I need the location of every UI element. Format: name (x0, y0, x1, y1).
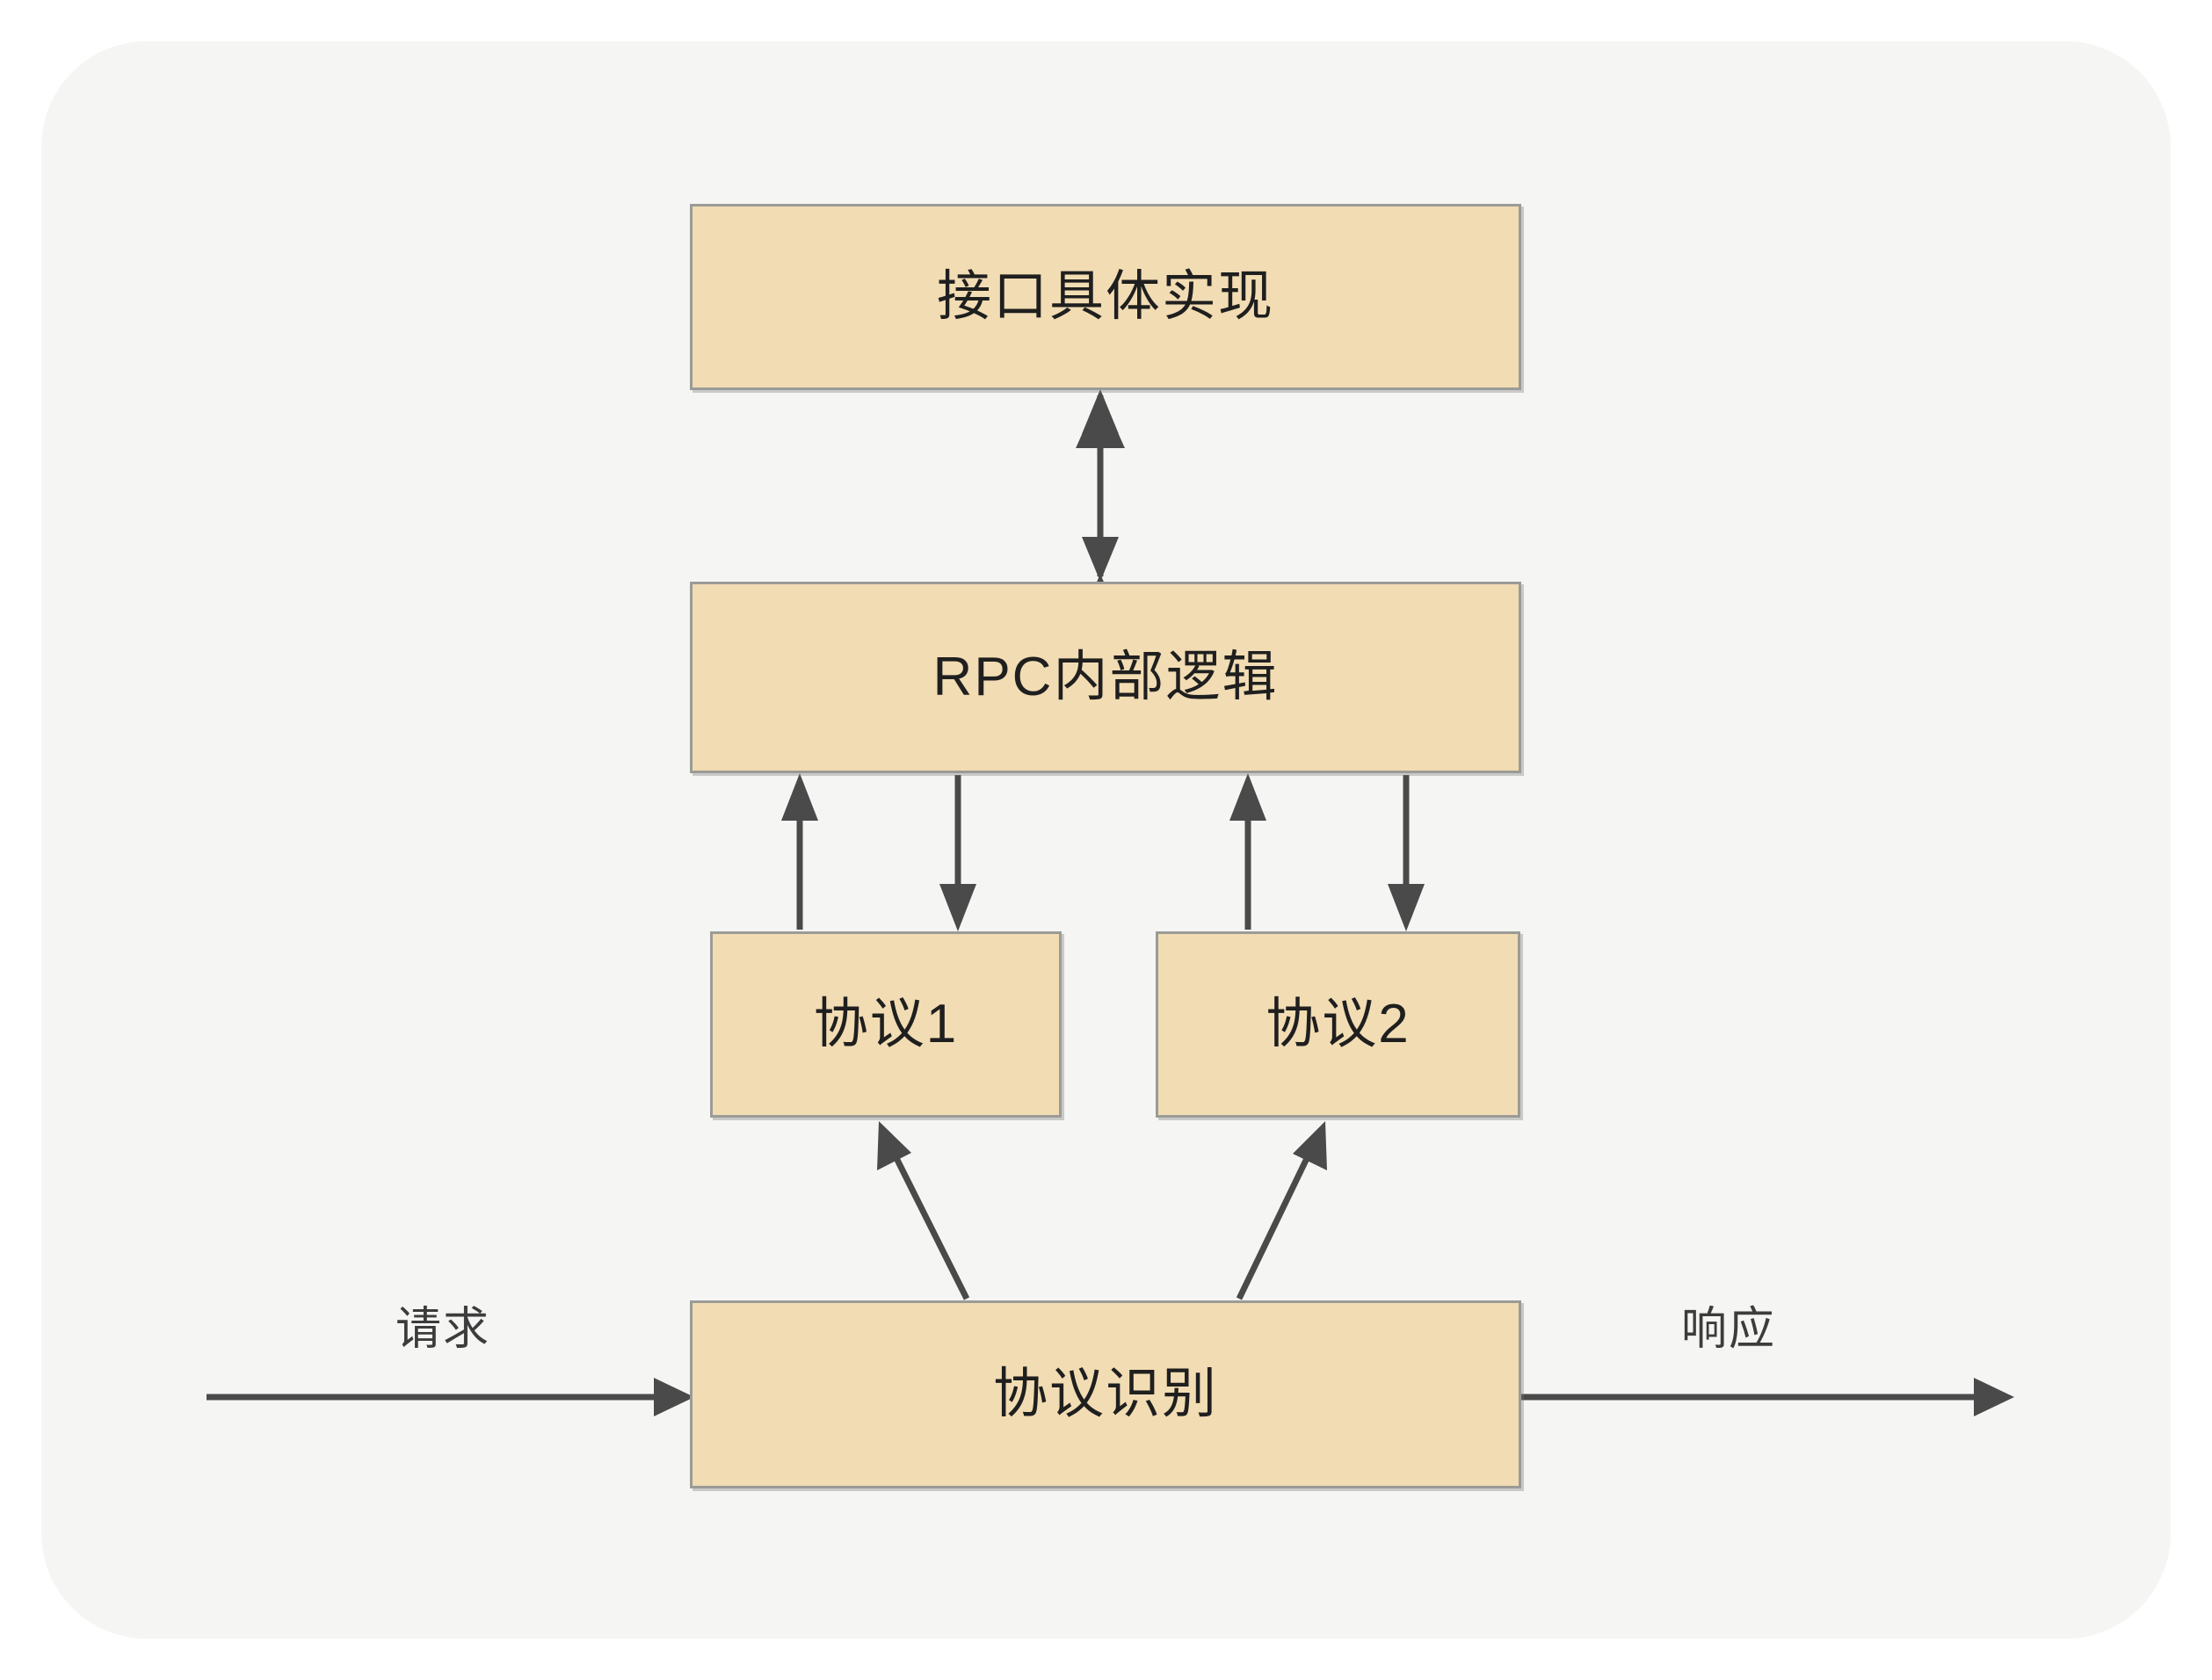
node-protocol-2[interactable]: 协议2 (1156, 931, 1520, 1118)
node-protocol-recognition[interactable]: 协议识别 (690, 1300, 1521, 1488)
edge-label-response: 响应 (1681, 1304, 1777, 1355)
node-protocol-1[interactable]: 协议1 (710, 931, 1062, 1118)
edge-label-request: 请求 (395, 1304, 491, 1355)
node-rpc-internal-logic[interactable]: RPC内部逻辑 (690, 582, 1521, 773)
node-interface[interactable]: 接口具体实现 (690, 204, 1521, 390)
